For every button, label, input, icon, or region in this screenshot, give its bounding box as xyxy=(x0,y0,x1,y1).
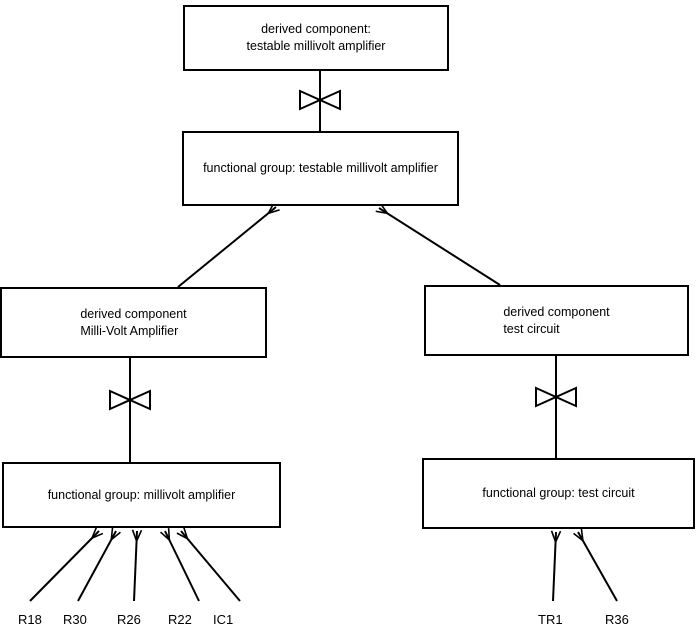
leaf-label-r30: R30 xyxy=(63,612,87,627)
node-derived-testable-millivolt-amplifier[interactable]: derived component: testable millivolt am… xyxy=(183,5,449,71)
arrow-tr1 xyxy=(550,530,562,602)
node-label: derived component test circuit xyxy=(503,304,610,336)
node-label: functional group: testable millivolt amp… xyxy=(203,161,438,175)
arrow-r22 xyxy=(159,528,200,602)
arrow-testcircuit-to-fg xyxy=(375,203,501,286)
node-derived-milli-volt-amplifier[interactable]: derived component Milli-Volt Amplifier xyxy=(0,287,267,358)
bowtie-icon-left xyxy=(109,389,151,411)
node-fg-millivolt-amplifier[interactable]: functional group: millivolt amplifier xyxy=(2,462,281,528)
arrow-r26 xyxy=(131,529,143,602)
leaf-label-r18: R18 xyxy=(18,612,42,627)
node-label: derived component: testable millivolt am… xyxy=(246,22,386,53)
leaf-label-r26: R26 xyxy=(117,612,141,627)
arrow-r36 xyxy=(573,528,618,602)
leaf-label-r36: R36 xyxy=(605,612,629,627)
node-derived-test-circuit[interactable]: derived component test circuit xyxy=(424,285,689,356)
node-label: derived component Milli-Volt Amplifier xyxy=(80,306,187,338)
arrow-mva-to-fg xyxy=(177,202,280,288)
node-label: functional group: test circuit xyxy=(482,486,635,500)
arrow-r30 xyxy=(77,527,121,602)
node-fg-test-circuit[interactable]: functional group: test circuit xyxy=(422,458,695,529)
bowtie-icon-right xyxy=(535,386,577,408)
bowtie-icon-top xyxy=(299,89,341,111)
leaf-label-r22: R22 xyxy=(168,612,192,627)
leaf-label-tr1: TR1 xyxy=(538,612,563,627)
leaf-label-ic1: IC1 xyxy=(213,612,234,627)
node-fg-testable-millivolt-amplifier[interactable]: functional group: testable millivolt amp… xyxy=(182,131,459,206)
arrow-r18 xyxy=(29,526,104,602)
arrow-ic1 xyxy=(176,527,241,602)
node-label: functional group: millivolt amplifier xyxy=(47,487,236,502)
